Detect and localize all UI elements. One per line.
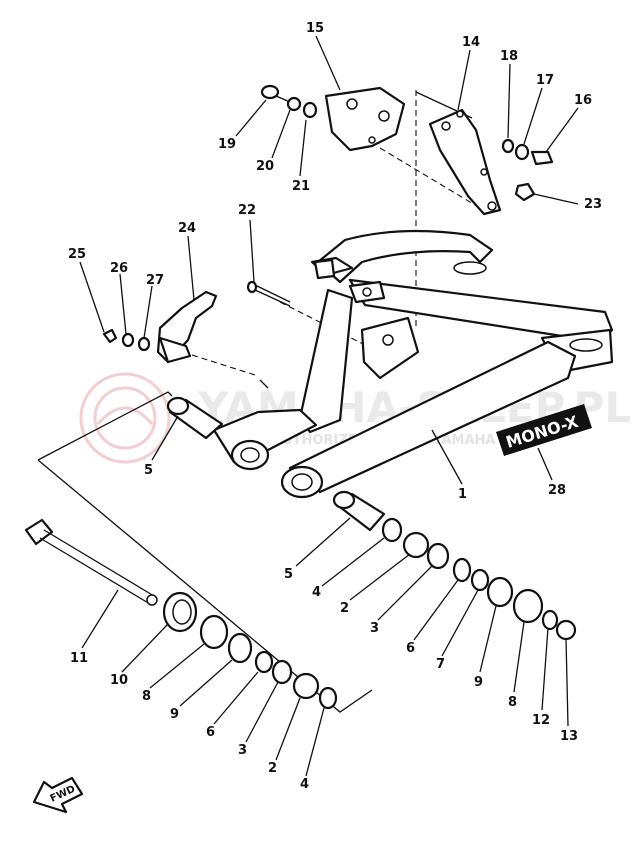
- callout-6-upper: 6: [406, 641, 415, 656]
- upper-brackets: [246, 84, 554, 307]
- callout-16: 16: [574, 93, 592, 108]
- callout-11: 11: [70, 651, 88, 666]
- callout-6-left: 6: [206, 725, 215, 740]
- callout-5-upper: 5: [144, 463, 153, 478]
- callout-8-right: 8: [508, 695, 517, 710]
- callout-7: 7: [436, 657, 445, 672]
- swingarm: [212, 229, 614, 499]
- callout-28: 28: [548, 483, 566, 498]
- callout-15: 15: [306, 21, 324, 36]
- left-bracket: [102, 290, 218, 364]
- callout-26: 26: [110, 261, 128, 276]
- callout-4-left: 4: [300, 777, 309, 792]
- fwd-arrow: FWD: [32, 776, 84, 814]
- callout-17: 17: [536, 73, 554, 88]
- left-bearing-stack: [162, 591, 338, 710]
- callout-14: 14: [462, 35, 480, 50]
- callout-2-left: 2: [268, 761, 277, 776]
- callout-24: 24: [178, 221, 196, 236]
- leader-lines: [79, 35, 579, 777]
- callout-22: 22: [238, 203, 256, 218]
- right-bearing-stack: [381, 517, 577, 641]
- callout-8-left: 8: [142, 689, 151, 704]
- callout-12: 12: [532, 713, 550, 728]
- callout-4-upper: 4: [312, 585, 321, 600]
- callout-labels: 15 14 18 17 16 19 20 21 23 22 24 25 26 2…: [68, 21, 602, 792]
- collars: [166, 396, 386, 532]
- callout-21: 21: [292, 179, 310, 194]
- callout-5-lower: 5: [284, 567, 293, 582]
- callout-13: 13: [560, 729, 578, 744]
- callout-18: 18: [500, 49, 518, 64]
- callout-2-upper: 2: [340, 601, 349, 616]
- callout-9-right: 9: [474, 675, 483, 690]
- callout-10: 10: [110, 673, 128, 688]
- assembly-outline: [37, 90, 476, 713]
- pivot-shaft: [24, 518, 158, 606]
- callout-1: 1: [458, 487, 467, 502]
- callout-3-left: 3: [238, 743, 247, 758]
- callout-25: 25: [68, 247, 86, 262]
- callout-19: 19: [218, 137, 236, 152]
- callout-23: 23: [584, 197, 602, 212]
- callout-9-left: 9: [170, 707, 179, 722]
- callout-20: 20: [256, 159, 274, 174]
- callout-3-upper: 3: [370, 621, 379, 636]
- callout-27: 27: [146, 273, 164, 288]
